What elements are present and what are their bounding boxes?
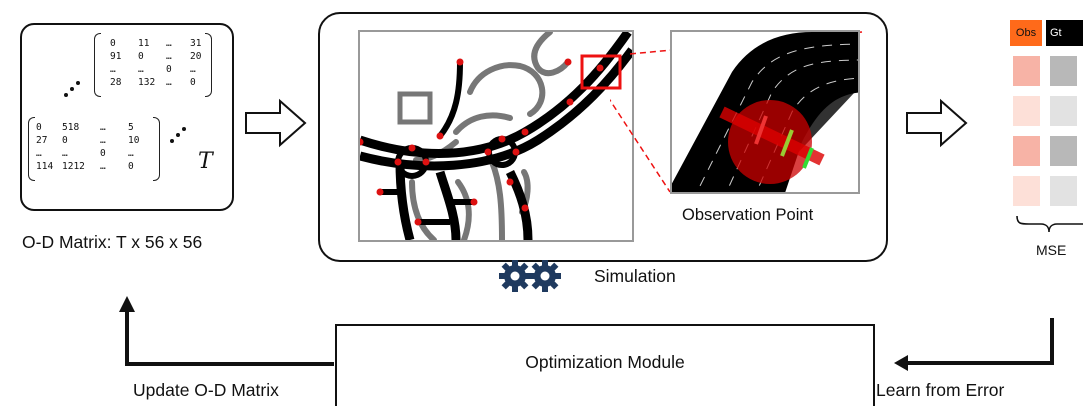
optimization-module-label: Optimization Module: [525, 352, 685, 372]
observation-point-label: Observation Point: [682, 206, 814, 224]
update-od-matrix-label: Update O-D Matrix: [133, 380, 279, 400]
mse-comparison-panel: Obs Gt: [1010, 20, 1083, 215]
od-matrix-panel: 0 11 … 31 91 0 … 20 … … 0 … 28 132 … 0 0 518 … 5 27 0 … 10 … … 0 ……: [20, 23, 234, 211]
obs-cell: [1013, 176, 1040, 206]
matrix-cell: …: [100, 122, 106, 133]
matrix-cell: …: [190, 64, 196, 75]
matrix-cell: 11: [138, 38, 150, 49]
matrix-cell: …: [138, 64, 144, 75]
gears-icon: [499, 260, 561, 292]
matrix-cell: 114: [36, 161, 54, 172]
matrix-cell: 0: [138, 51, 144, 62]
learn-from-error-label: Learn from Error: [876, 380, 1005, 400]
matrix-cell: …: [110, 64, 116, 75]
od-matrix-label: O-D Matrix: T x 56 x 56: [22, 232, 203, 252]
simulation-label: Simulation: [594, 266, 676, 286]
matrix-cell: 5: [128, 122, 134, 133]
matrix-cell: 0: [190, 77, 196, 88]
hollow-arrow-right-icon: [906, 98, 968, 148]
simulation-panel: Observation Point: [318, 12, 888, 262]
gt-cell: [1050, 56, 1077, 86]
matrix-cell: 28: [110, 77, 122, 88]
matrix-cell: …: [36, 148, 42, 159]
matrix-cell: 0: [100, 148, 106, 159]
gt-header: Gt: [1046, 20, 1083, 46]
matrix-cell: 0: [110, 38, 116, 49]
obs-cell: [1013, 56, 1040, 86]
matrix-cell: 0: [62, 135, 68, 146]
gt-cell: [1050, 176, 1077, 206]
matrix-cell: 27: [36, 135, 48, 146]
matrix-cell: 132: [138, 77, 156, 88]
obs-header: Obs: [1010, 20, 1042, 46]
matrix-cell: …: [100, 161, 106, 172]
ellipsis-dots-upper: [64, 81, 80, 97]
matrix-cell: 0: [128, 161, 134, 172]
od-matrix-back: 0 11 … 31 91 0 … 20 … … 0 … 28 132 … 0: [94, 33, 212, 97]
mse-brace: [1016, 215, 1083, 233]
matrix-cell: 31: [190, 38, 202, 49]
matrix-cell: …: [100, 135, 106, 146]
matrix-cell: 10: [128, 135, 140, 146]
matrix-cell: 518: [62, 122, 80, 133]
obs-cell: [1013, 136, 1040, 166]
gt-cell: [1050, 136, 1077, 166]
mse-label: MSE: [1036, 242, 1067, 258]
matrix-cell: 1212: [62, 161, 85, 172]
matrix-cell: …: [166, 77, 172, 88]
ellipsis-dots-lower: [170, 127, 186, 143]
observation-zoom-view: [670, 30, 860, 194]
od-matrix-front: 0 518 … 5 27 0 … 10 … … 0 … 114 1212 … 0: [28, 117, 160, 181]
hollow-arrow-right-icon: [245, 98, 307, 148]
matrix-cell: 20: [190, 51, 202, 62]
update-arrow: [119, 296, 334, 366]
matrix-cell: 0: [36, 122, 42, 133]
gt-cell: [1050, 96, 1077, 126]
optimization-module-box: Optimization Module: [335, 324, 875, 406]
matrix-cell: 91: [110, 51, 122, 62]
matrix-cell: 0: [166, 64, 172, 75]
obs-cell: [1013, 96, 1040, 126]
matrix-cell: …: [166, 51, 172, 62]
t-symbol: T: [198, 149, 213, 174]
matrix-cell: …: [128, 148, 134, 159]
matrix-cell: …: [62, 148, 68, 159]
road-network-map: [358, 30, 634, 242]
learn-arrow: [894, 318, 1054, 371]
matrix-cell: …: [166, 38, 172, 49]
